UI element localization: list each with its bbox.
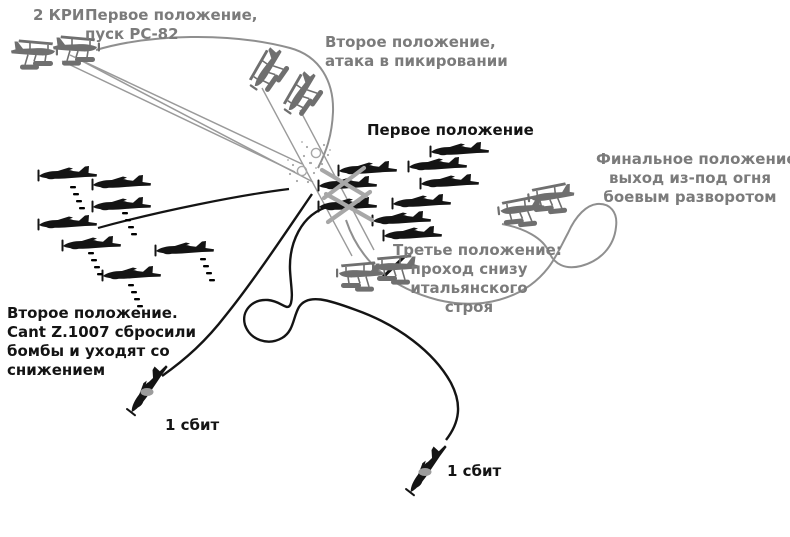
label-line: пуск РС-82 bbox=[85, 25, 179, 43]
downed-bomber-2 bbox=[401, 440, 451, 497]
soviet-seaplane-icon bbox=[525, 180, 578, 218]
soviet-seaplane-diving-icon bbox=[276, 66, 331, 124]
label-line: Второе положение. bbox=[7, 304, 178, 322]
falling-bombs-icon bbox=[70, 186, 85, 210]
label-line: проход снизу bbox=[410, 260, 528, 278]
italian-formation-path bbox=[97, 187, 290, 230]
downed-bomber-1-path bbox=[161, 193, 313, 377]
label-kr-group: 2 КРИ bbox=[33, 6, 85, 24]
label-kr-first-position: Первое положение, пуск РС-82 bbox=[85, 6, 257, 44]
italian-bomber-icon bbox=[37, 166, 97, 182]
label-kr-third-position: Третье положение: проход снизу итальянск… bbox=[393, 241, 562, 317]
falling-bombs-icon bbox=[200, 258, 215, 282]
label-shot-down-right: 1 сбит bbox=[447, 462, 502, 480]
shootdown-cross-icon bbox=[319, 165, 369, 201]
italian-bomber-icon bbox=[371, 211, 431, 227]
italian-bomber-icon bbox=[101, 266, 161, 282]
italian-formation-second-position bbox=[37, 166, 215, 308]
downed-bomber-2-path bbox=[242, 204, 460, 441]
label-line: итальянского bbox=[410, 279, 528, 297]
kr-approach-path bbox=[95, 35, 335, 169]
label-line: Первое положение, bbox=[85, 6, 258, 24]
falling-bombs-icon bbox=[122, 212, 137, 236]
rocket-trail-lines bbox=[61, 54, 314, 183]
soviet-seaplane-diving-icon bbox=[242, 42, 297, 100]
label-line: Cant Z.1007 сбросили bbox=[7, 323, 197, 341]
label-line: снижением bbox=[7, 361, 106, 379]
italian-bomber-icon bbox=[382, 226, 442, 242]
italian-bomber-icon bbox=[91, 175, 151, 191]
label-kr-final-position: Финальное положение: выход из-под огня б… bbox=[596, 150, 790, 207]
italian-bomber-icon bbox=[154, 241, 214, 257]
label-shot-down-left: 1 сбит bbox=[165, 416, 220, 434]
soviet-seaplane-icon bbox=[10, 38, 59, 71]
label-line: атака в пикировании bbox=[325, 52, 508, 70]
italian-bomber-icon bbox=[391, 194, 451, 210]
smoke-icon bbox=[418, 468, 432, 476]
shootdown-cross-icon bbox=[323, 189, 375, 225]
downed-bomber-1 bbox=[122, 360, 172, 417]
label-italian-first-position: Первое положение bbox=[367, 121, 534, 139]
italian-bomber-icon bbox=[61, 236, 121, 252]
label-line: Финальное положение: bbox=[596, 150, 790, 168]
italian-bomber-icon bbox=[419, 174, 479, 190]
falling-bombs-icon bbox=[88, 252, 103, 276]
label-line: Третье положение: bbox=[393, 241, 562, 259]
italian-bomber-icon bbox=[37, 215, 97, 231]
italian-bomber-icon bbox=[91, 197, 151, 213]
italian-bomber-icon bbox=[407, 157, 467, 173]
smoke-icon bbox=[140, 388, 154, 396]
label-italian-second-position: Второе положение. Cant Z.1007 сбросили б… bbox=[7, 304, 196, 380]
label-line: строя bbox=[444, 298, 494, 316]
italian-bomber-icon bbox=[337, 161, 397, 177]
label-line: боевым разворотом bbox=[603, 188, 777, 206]
label-kr-second-position: Второе положение, атака в пикировании bbox=[325, 33, 508, 71]
italian-bomber-icon bbox=[429, 142, 489, 158]
kr-exit-loop-path bbox=[345, 202, 618, 305]
label-line: выход из-под огня bbox=[609, 169, 771, 187]
label-line: бомбы и уходят со bbox=[7, 342, 170, 360]
label-line: Второе положение, bbox=[325, 33, 496, 51]
